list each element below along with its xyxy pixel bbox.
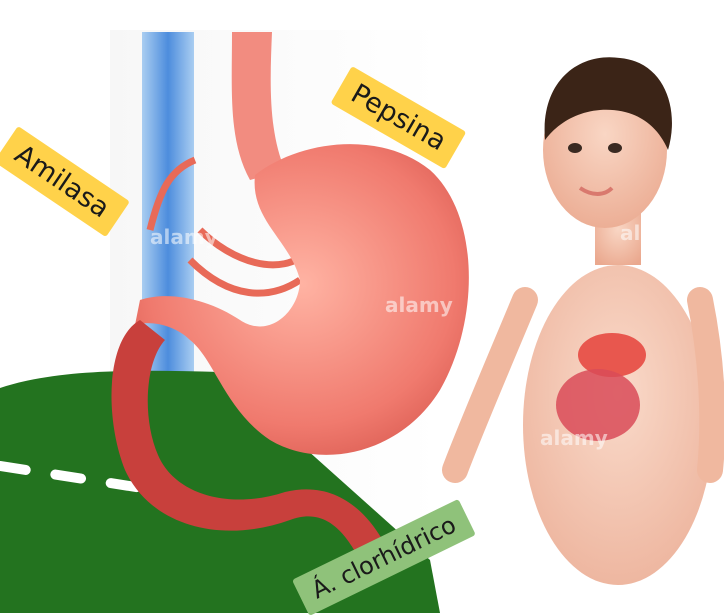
child-figure	[455, 57, 713, 585]
watermark: alamy	[540, 426, 608, 450]
watermark: alamy	[620, 221, 688, 245]
watermark: alamy	[150, 225, 218, 249]
watermark: alamy	[385, 293, 453, 317]
